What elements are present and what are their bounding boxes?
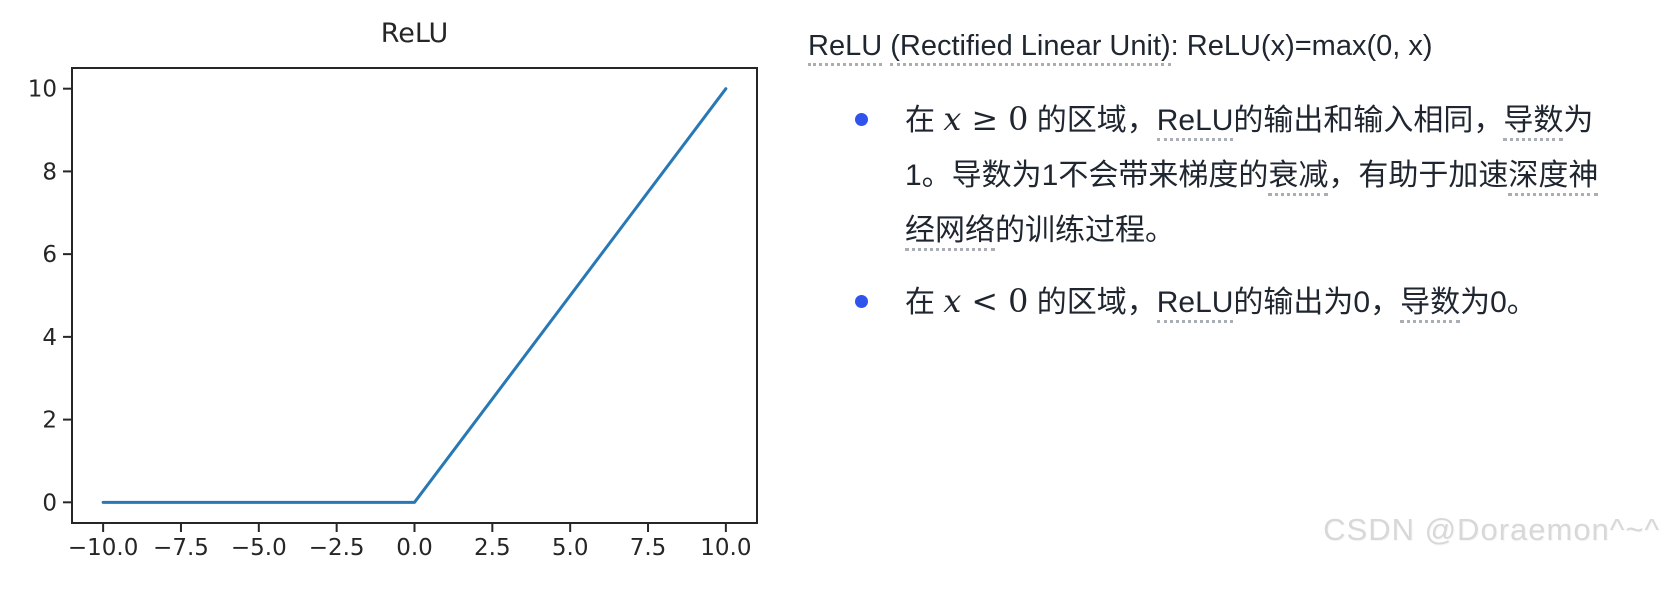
- text-segment: 为0。: [1460, 286, 1537, 319]
- x-tick-label: −5.0: [231, 535, 287, 560]
- relu-line: [101, 87, 728, 504]
- text-segment: : ReLU(x)=max(0, x): [1170, 30, 1433, 62]
- text-segment: ReLU: [1156, 286, 1234, 323]
- chart-frame: [71, 67, 758, 524]
- text-segment: ，有助于加速: [1328, 159, 1509, 192]
- y-tick-label: 0: [42, 490, 57, 516]
- x-tick-label: −10.0: [68, 535, 138, 560]
- text-segment: [882, 30, 890, 62]
- text-segment: 在: [905, 104, 944, 137]
- text-segment: 深度神: [1508, 159, 1599, 196]
- bullet-line: 在 x < 0 的区域，ReLU的输出为0，导数为0。: [905, 274, 1598, 330]
- x-tick-label: −2.5: [309, 535, 365, 560]
- text-segment: 在: [905, 286, 944, 319]
- y-tick-label: 8: [42, 159, 57, 185]
- heading: ReLU (Rectified Linear Unit): ReLU(x)=ma…: [808, 26, 1598, 66]
- y-tick-label: 4: [42, 325, 57, 351]
- bullet-item: 在 x < 0 的区域，ReLU的输出为0，导数为0。: [808, 274, 1598, 330]
- text-segment: 的区域，: [1028, 286, 1157, 319]
- x-tick-label: 10.0: [700, 535, 751, 560]
- y-tick-label: 2: [42, 408, 57, 434]
- text-segment: 的输出为0，: [1233, 286, 1401, 319]
- text-segment: 为: [1563, 104, 1594, 137]
- text-segment: ReLU: [808, 30, 883, 66]
- bullet-content: 在 x < 0 的区域，ReLU的输出为0，导数为0。: [905, 274, 1598, 330]
- y-tick-label: 6: [42, 242, 57, 268]
- text-segment: ReLU: [1156, 104, 1234, 141]
- text-segment: < 0: [961, 283, 1029, 320]
- watermark: CSDN @Doraemon^~^: [1323, 512, 1660, 547]
- text-segment: 经网络: [905, 214, 995, 251]
- chart-title: ReLU: [381, 18, 449, 49]
- text-segment: (Rectified Linear Unit): [890, 30, 1171, 66]
- bullet-line: 在 x ≥ 0 的区域，ReLU的输出和输入相同，导数为: [905, 92, 1598, 148]
- bullet-dot-icon: [855, 295, 868, 308]
- x-tick-label: 0.0: [396, 535, 433, 560]
- text-segment: x: [943, 283, 962, 320]
- text-segment: 的输出和输入相同，: [1233, 104, 1504, 137]
- text-segment: 的区域，: [1028, 104, 1157, 137]
- x-tick-label: 7.5: [630, 535, 667, 560]
- bullet-line: 1。导数为1不会带来梯度的衰减，有助于加速深度神: [905, 148, 1599, 203]
- text-segment: 1。导数为1不会带来梯度的: [905, 159, 1269, 192]
- text-segment: ≥ 0: [961, 101, 1029, 138]
- x-tick-label: 5.0: [552, 535, 589, 560]
- notes-panel: ReLU (Rectified Linear Unit): ReLU(x)=ma…: [808, 26, 1599, 330]
- relu-chart-svg: ReLU −10.0 −7.5 −5.0 −2.5 0.0 2.5 5.0 7.5 10.0 0 2 4…: [28, 18, 758, 560]
- text-segment: 导数: [1400, 286, 1461, 323]
- y-tick-label: 10: [28, 77, 57, 103]
- relu-chart: ReLU −10.0 −7.5 −5.0 −2.5 0.0 2.5 5.0 7.5 10.0 0 2 4…: [0, 0, 770, 560]
- x-tick-label: −7.5: [153, 535, 209, 560]
- bullet-line: 经网络的训练过程。: [905, 203, 1598, 258]
- text-segment: 的训练过程。: [995, 214, 1175, 247]
- text-segment: 导数: [1503, 104, 1564, 141]
- bullet-dot-icon: [855, 113, 868, 126]
- text-segment: 衰减: [1268, 159, 1329, 196]
- x-tick-label: 2.5: [474, 535, 511, 560]
- text-segment: x: [943, 101, 962, 138]
